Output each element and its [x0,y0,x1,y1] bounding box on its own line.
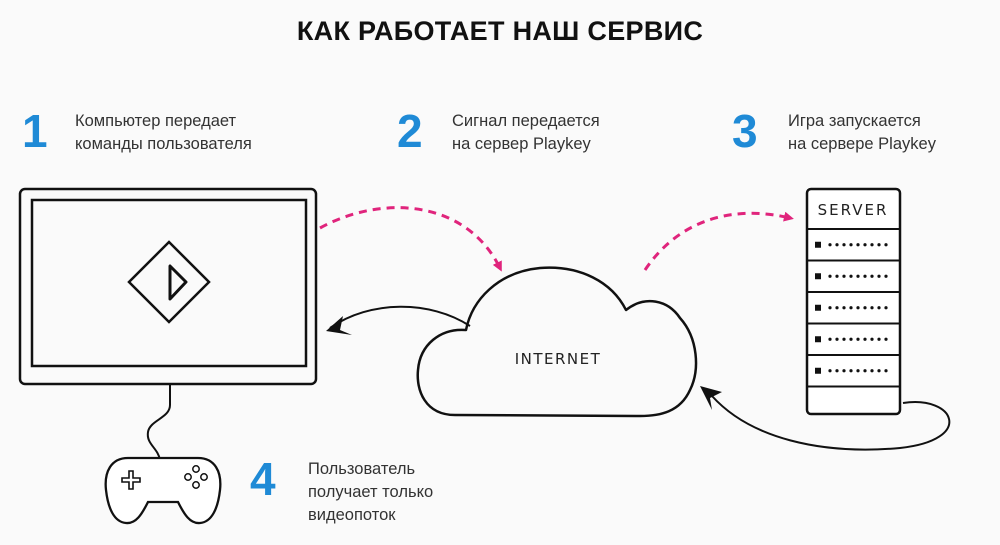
server-unit-dot [856,369,860,373]
server-unit-dot [863,243,867,247]
server-unit-dot [884,274,888,278]
video-arrow-cloud-to-monitor [326,316,352,335]
server-unit-dot [856,306,860,310]
step-4-number: 4 [250,453,276,505]
gamepad-icon [104,456,222,525]
server-units [807,241,900,388]
step-3-number: 3 [732,105,758,157]
step-3-line-1: Игра запускается [788,112,921,130]
page-title: КАК РАБОТАЕТ НАШ СЕРВИС [296,16,704,46]
step-1-line-1: Компьютер передает [75,112,237,130]
server-unit-dot [835,306,839,310]
server-unit-led [815,273,821,280]
server-unit-led [815,304,821,311]
server-unit-dot [877,369,881,373]
server-unit-led [815,367,821,374]
server-unit-dot [842,243,846,247]
server-unit-dot [877,274,881,278]
server-unit-dot [870,274,874,278]
step-1-caption: Компьютер передает команды пользователя [75,110,252,156]
server-unit-dot [856,274,860,278]
step-4-line-1: Пользователь [308,460,416,478]
server-unit-dot [849,306,853,310]
server-unit-dot [877,306,881,310]
server-unit-dot [835,274,839,278]
step-4-caption: Пользователь получает только видеопоток [308,458,433,527]
step-1-line-2: команды пользователя [75,135,252,153]
internet-cloud-icon: INTERNET [416,266,698,418]
server-unit-dot [884,369,888,373]
step-4-line-3: видеопоток [308,506,396,524]
server-unit-dot [842,306,846,310]
server-unit-dot [870,243,874,247]
step-2-number: 2 [397,105,423,157]
step-3-line-2: на сервере Playkey [788,135,936,153]
step-2-line-2: на сервер Playkey [452,135,591,153]
server-unit-dot [828,306,832,310]
server-unit-dot [877,243,881,247]
server-unit-dot [849,274,853,278]
step-3-caption: Игра запускается на сервере Playkey [788,110,936,156]
play-logo-icon [127,240,211,324]
server-unit-dot [842,337,846,341]
server-unit-dot [870,369,874,373]
server-unit-dot [863,306,867,310]
server-unit-led [815,336,821,343]
server-unit-dot [842,369,846,373]
signal-arrow-monitor-to-cloud [319,206,502,272]
step-2-line-1: Сигнал передается [452,112,600,130]
server-unit-dot [884,306,888,310]
server-unit-dot [835,243,839,247]
server-unit-dot [835,369,839,373]
server-label: SERVER [818,201,889,219]
server-unit-dot [828,274,832,278]
server-unit-dot [877,337,881,341]
server-unit-dot [870,306,874,310]
server-icon: SERVER [805,187,902,416]
step-2-caption: Сигнал передается на сервер Playkey [452,110,600,156]
server-unit-dot [884,243,888,247]
server-unit-dot [870,337,874,341]
internet-label: INTERNET [515,350,602,368]
server-unit-dot [849,369,853,373]
server-unit-dot [828,243,832,247]
server-unit-dot [863,274,867,278]
server-unit-dot [842,274,846,278]
step-1-number: 1 [22,105,48,157]
server-unit-dot [835,337,839,341]
server-unit-dot [856,337,860,341]
server-unit-dot [863,337,867,341]
step-4-line-2: получает только [308,483,434,501]
server-unit-dot [863,369,867,373]
server-unit-dot [884,337,888,341]
server-unit-dot [849,337,853,341]
signal-arrow-cloud-to-server [643,211,794,271]
gamepad-cable [146,384,171,461]
server-unit-dot [828,337,832,341]
video-arrow-server-to-cloud [700,386,722,410]
monitor-icon [18,187,318,386]
server-unit-dot [828,369,832,373]
server-unit-led [815,241,821,248]
server-unit-dot [856,243,860,247]
server-unit-dot [849,243,853,247]
